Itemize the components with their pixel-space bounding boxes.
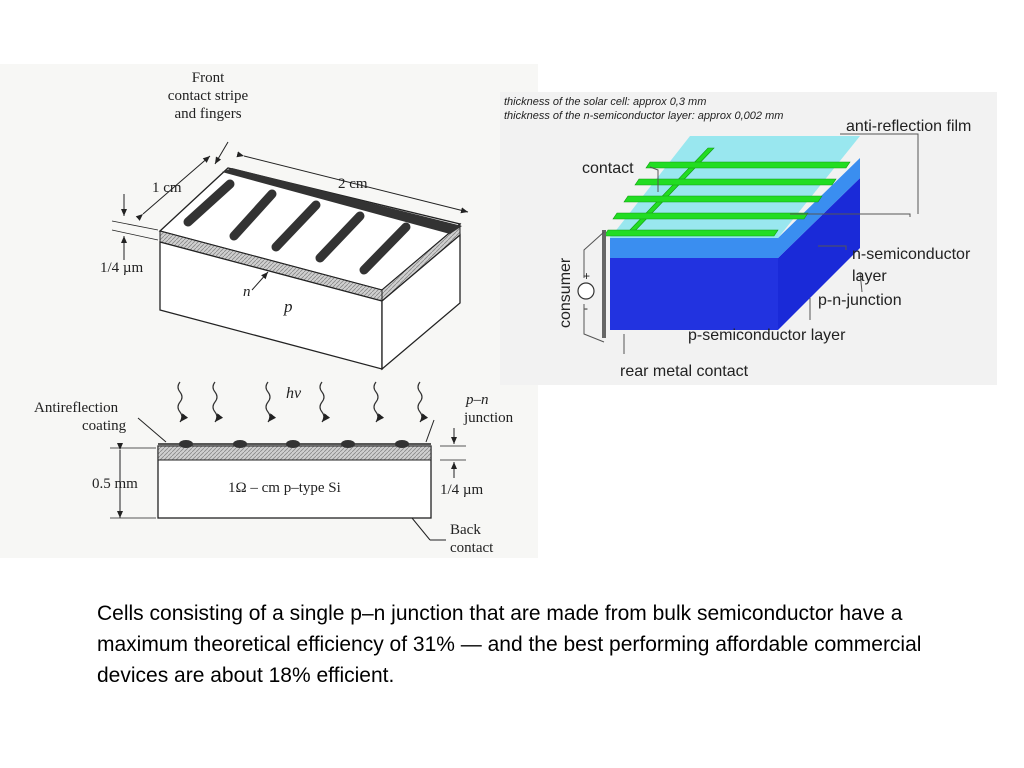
front-contact-line2: contact stripe [168,88,249,104]
right-diagram-panel: thickness of the solar cell: approx 0,3 … [500,92,997,385]
dim-layer-bottom-label: 1/4 µm [440,482,484,498]
dim-width-label: 1 cm [152,180,182,196]
left-diagram-panel: Front contact stripe and fingers 1 cm 2 … [0,64,538,558]
top-block [111,141,469,371]
cross-section [110,417,466,541]
n-layer-front [610,238,778,258]
substrate-label: 1Ω – cm p–type Si [228,480,341,496]
label-n: n [243,284,251,300]
pn-junction-line2: junction [463,410,514,426]
note-line2: thickness of the n-semiconductor layer: … [504,110,783,122]
light-rays [177,381,429,423]
back-contact-line1: Back [450,522,481,538]
n-layer-side [778,158,860,258]
front-contact-line1: Front [192,70,225,86]
pn-junction-line1: p–n [465,392,489,408]
dim-thickness-label: 0.5 mm [92,476,138,492]
back-contact-line2: contact [450,540,494,556]
label-p: p [283,297,293,316]
dim-layer-label: 1/4 µm [100,260,144,276]
solar-cell-sketch: Front contact stripe and fingers 1 cm 2 … [34,70,514,556]
anti-reflection-film [610,136,860,238]
dim-length-label: 2 cm [338,176,368,192]
antireflection-line1: Antireflection [34,400,119,416]
rear-contact-plate [602,230,606,338]
n-layer-label-line2: layer [852,268,887,285]
finger-4 [315,211,365,263]
light-label: hν [286,385,302,402]
contact-fingers [603,147,851,237]
pn-junction-label: p-n-junction [818,292,902,309]
consumer-label: consumer [557,257,574,328]
front-contact-line3: and fingers [174,106,241,122]
antireflection-line2: coating [82,418,127,434]
solar-cell-3d-diagram: thickness of the solar cell: approx 0,3 … [504,96,971,380]
consumer-lamp-icon [577,282,595,300]
finger-5 [359,222,411,275]
caption-text: Cells consisting of a single p–n junctio… [97,602,922,687]
rear-contact-label: rear metal contact [620,363,749,380]
minus-sign: - [584,301,588,315]
n-layer-label-line1: n-semiconductor [852,246,971,263]
p-layer-label: p-semiconductor layer [688,327,846,344]
p-layer-front [610,258,778,330]
note-line1: thickness of the solar cell: approx 0,3 … [504,96,706,108]
plus-sign: + [583,269,590,283]
anti-reflection-label: anti-reflection film [846,118,971,135]
p-layer-side [778,178,860,330]
contact-label: contact [582,160,634,177]
